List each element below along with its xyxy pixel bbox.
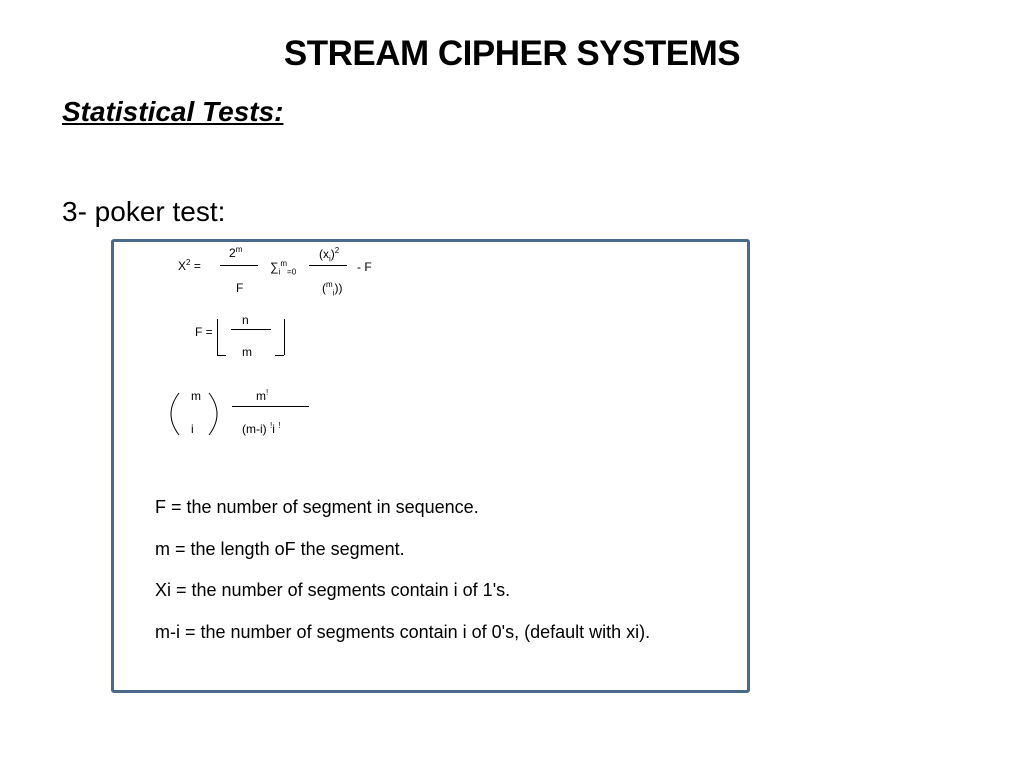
floor-left-bar <box>217 319 218 355</box>
slide-title: STREAM CIPHER SYSTEMS <box>283 34 741 73</box>
chi-minus-f: - F <box>357 260 372 274</box>
floor-left-foot <box>217 355 226 356</box>
f-denominator: m <box>242 345 252 359</box>
formula-box <box>111 239 750 693</box>
chi-frac1-denominator: F <box>236 281 244 295</box>
slide-subtitle: Statistical Tests: <box>62 96 284 127</box>
description-xi: Xi = the number of segments contain i of… <box>155 580 511 600</box>
chi-sum: ∑im=0 <box>270 259 297 277</box>
chi-lhs: X2 = <box>178 258 201 274</box>
chi-frac2-denominator: (mi)) <box>322 280 343 298</box>
chi-frac1-numerator: 2m <box>229 245 243 261</box>
binomial-frac-denominator: (m-i) !i ! <box>242 421 281 437</box>
floor-right-foot <box>275 355 284 356</box>
f-numerator: n <box>242 313 249 327</box>
description-m: m = the length oF the segment. <box>155 539 405 559</box>
binomial-frac-numerator: m! <box>256 388 269 404</box>
chi-frac2-bar <box>309 265 347 266</box>
description-f: F = the number of segment in sequence. <box>155 497 479 517</box>
f-fraction-bar <box>231 329 271 330</box>
binomial-parentheses <box>170 392 218 436</box>
binomial-top: m <box>191 389 201 403</box>
floor-right-bar <box>284 319 285 355</box>
chi-frac2-numerator: (xi)2 <box>319 246 340 264</box>
binomial-bottom: i <box>191 422 194 436</box>
chi-frac1-bar <box>220 265 258 266</box>
f-lhs: F = <box>195 325 213 339</box>
binomial-frac-bar <box>232 406 309 407</box>
section-heading: 3- poker test: <box>62 196 226 227</box>
description-m-minus-i: m-i = the number of segments contain i o… <box>155 622 651 642</box>
